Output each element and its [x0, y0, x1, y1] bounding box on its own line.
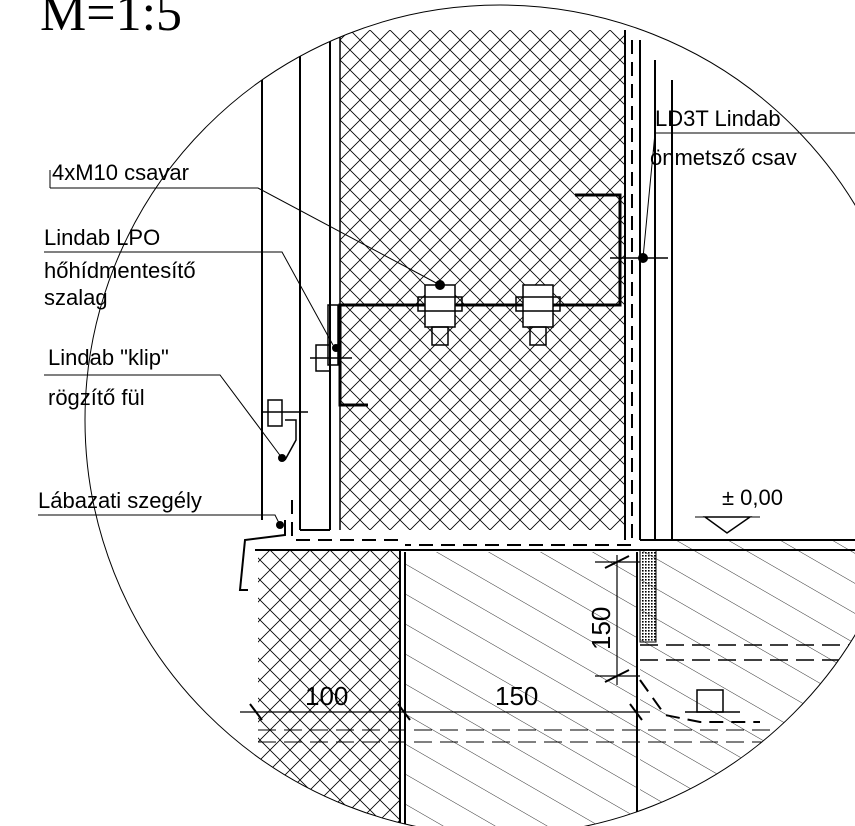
- bolt-icon: [515, 284, 561, 346]
- leader-lines: [38, 132, 855, 526]
- label-screw-2: önmetsző csav: [650, 145, 797, 170]
- detail-circle: [84, 4, 855, 826]
- label-klip-2: rögzítő fül: [48, 385, 145, 410]
- bitumen-strip: [639, 549, 657, 643]
- label-plinth: Lábazati szegély: [38, 488, 202, 513]
- concrete-foundation: [405, 552, 637, 826]
- label-screw-1: LD3T Lindab: [655, 106, 781, 131]
- label-klip-1: Lindab "klip": [48, 345, 169, 370]
- screw-icon: [262, 399, 308, 462]
- bolt-icon: [417, 280, 463, 346]
- dimension-lines: [240, 555, 650, 721]
- dimension-width-right: 150: [495, 681, 538, 711]
- level-mark-label: ± 0,00: [722, 485, 783, 510]
- label-lpo-2: hőhídmentesítő: [44, 258, 196, 283]
- label-bolts: 4xM10 csavar: [52, 160, 189, 185]
- drain-icon: [685, 689, 740, 713]
- scale-label: M=1:5: [40, 0, 182, 42]
- dimension-width-left: 100: [305, 681, 348, 711]
- screw-icon: [310, 344, 352, 372]
- dimension-height: 150: [586, 607, 616, 650]
- label-lpo-1: Lindab LPO: [44, 225, 160, 250]
- level-mark: [695, 516, 760, 534]
- insulation-panel: [340, 30, 625, 530]
- label-lpo-3: szalag: [44, 285, 108, 310]
- ground-area: [640, 540, 855, 826]
